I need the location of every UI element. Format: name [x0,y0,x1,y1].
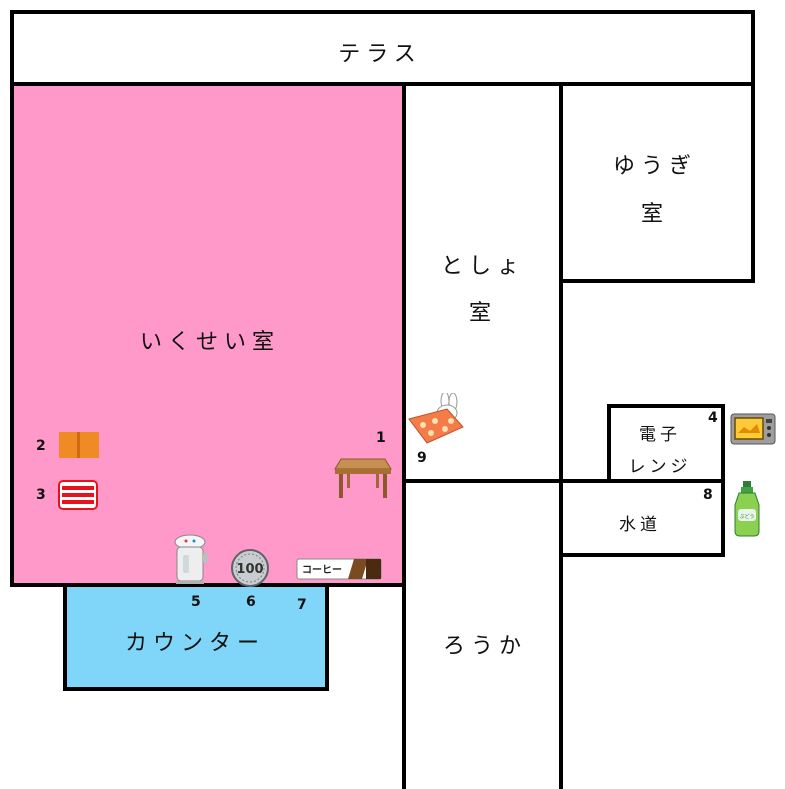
bottle-label: ぶどう [739,513,754,520]
marker-1: 1 [376,430,386,446]
thermos-pot-icon [174,534,208,584]
stripe-towel-icon [58,480,98,510]
mat-icon [59,432,99,458]
marker-7: 7 [297,597,307,613]
coin-100-label: 100 [236,562,263,577]
marker-6: 6 [246,594,256,610]
marker-4: 4 [708,410,718,426]
microwave-icon [730,413,776,445]
label-playroom-1: ゆうぎ [612,154,697,179]
label-hallway: ろうか [442,634,527,659]
label-microwave-2: レンジ [628,457,692,477]
rabbit-futon-icon [408,393,464,444]
marker-5: 5 [191,594,201,610]
label-library-1: としょ [440,254,525,279]
label-library-2: 室 [468,301,497,326]
detergent-bottle-icon: ぶどう [734,481,760,537]
coffee-label: コーヒー [302,564,342,576]
label-microwave-1: 電子 [639,425,681,445]
marker-9: 9 [417,450,427,466]
room-playroom [559,82,755,283]
table-icon [334,458,392,498]
room-water [559,479,725,557]
label-water: 水道 [619,515,661,535]
coin-100-icon: 100 [231,549,269,587]
label-counter: カウンター [124,631,265,656]
label-playroom-2: 室 [640,202,669,227]
label-terrace: テラス [338,42,422,67]
hallway-left-wall [402,583,406,789]
label-nursery: いくせい室 [139,330,280,355]
marker-3: 3 [36,487,46,503]
hallway-right-wall [559,555,563,789]
room-counter [63,583,329,691]
coffee-box-icon: コーヒー [296,558,382,580]
marker-8: 8 [703,487,713,503]
marker-2: 2 [36,438,46,454]
